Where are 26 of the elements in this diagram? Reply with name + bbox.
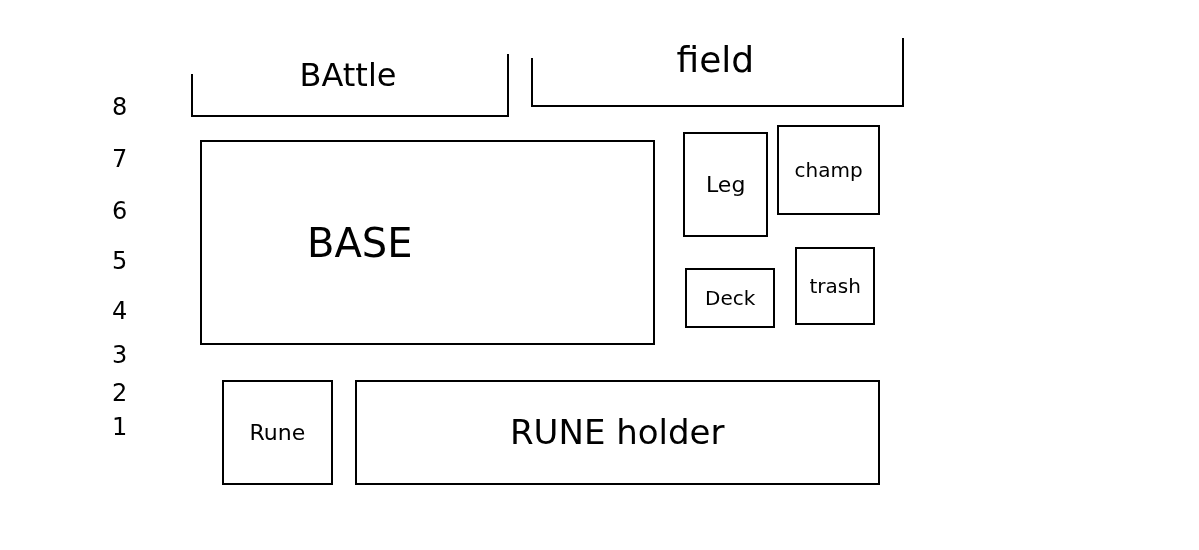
row-number: 3 xyxy=(112,342,128,369)
zone-label: BASE xyxy=(307,220,413,265)
row-number: 2 xyxy=(112,380,128,407)
zone-box xyxy=(200,140,655,345)
zone-label: field xyxy=(676,40,755,80)
zone-box xyxy=(355,380,880,485)
zone-bracket xyxy=(530,36,905,108)
row-number: 5 xyxy=(112,248,128,275)
row-number: 8 xyxy=(112,94,128,121)
zone-label: BAttle xyxy=(299,58,397,94)
card-slot xyxy=(777,125,880,215)
card-slot xyxy=(683,132,768,237)
row-number: 6 xyxy=(112,198,128,225)
row-number: 4 xyxy=(112,298,128,325)
zone-label: Rune xyxy=(249,420,306,445)
row-number: 7 xyxy=(112,146,128,173)
zone-label: champ xyxy=(794,159,863,181)
zone-bracket xyxy=(190,52,510,118)
card-slot xyxy=(222,380,333,485)
zone-label: Deck xyxy=(705,287,756,309)
row-number: 1 xyxy=(112,414,128,441)
zone-label: Leg xyxy=(706,172,746,197)
card-slot xyxy=(685,268,775,328)
zone-label: trash xyxy=(809,275,861,297)
card-slot xyxy=(795,247,875,325)
zone-label: RUNE holder xyxy=(510,414,725,452)
